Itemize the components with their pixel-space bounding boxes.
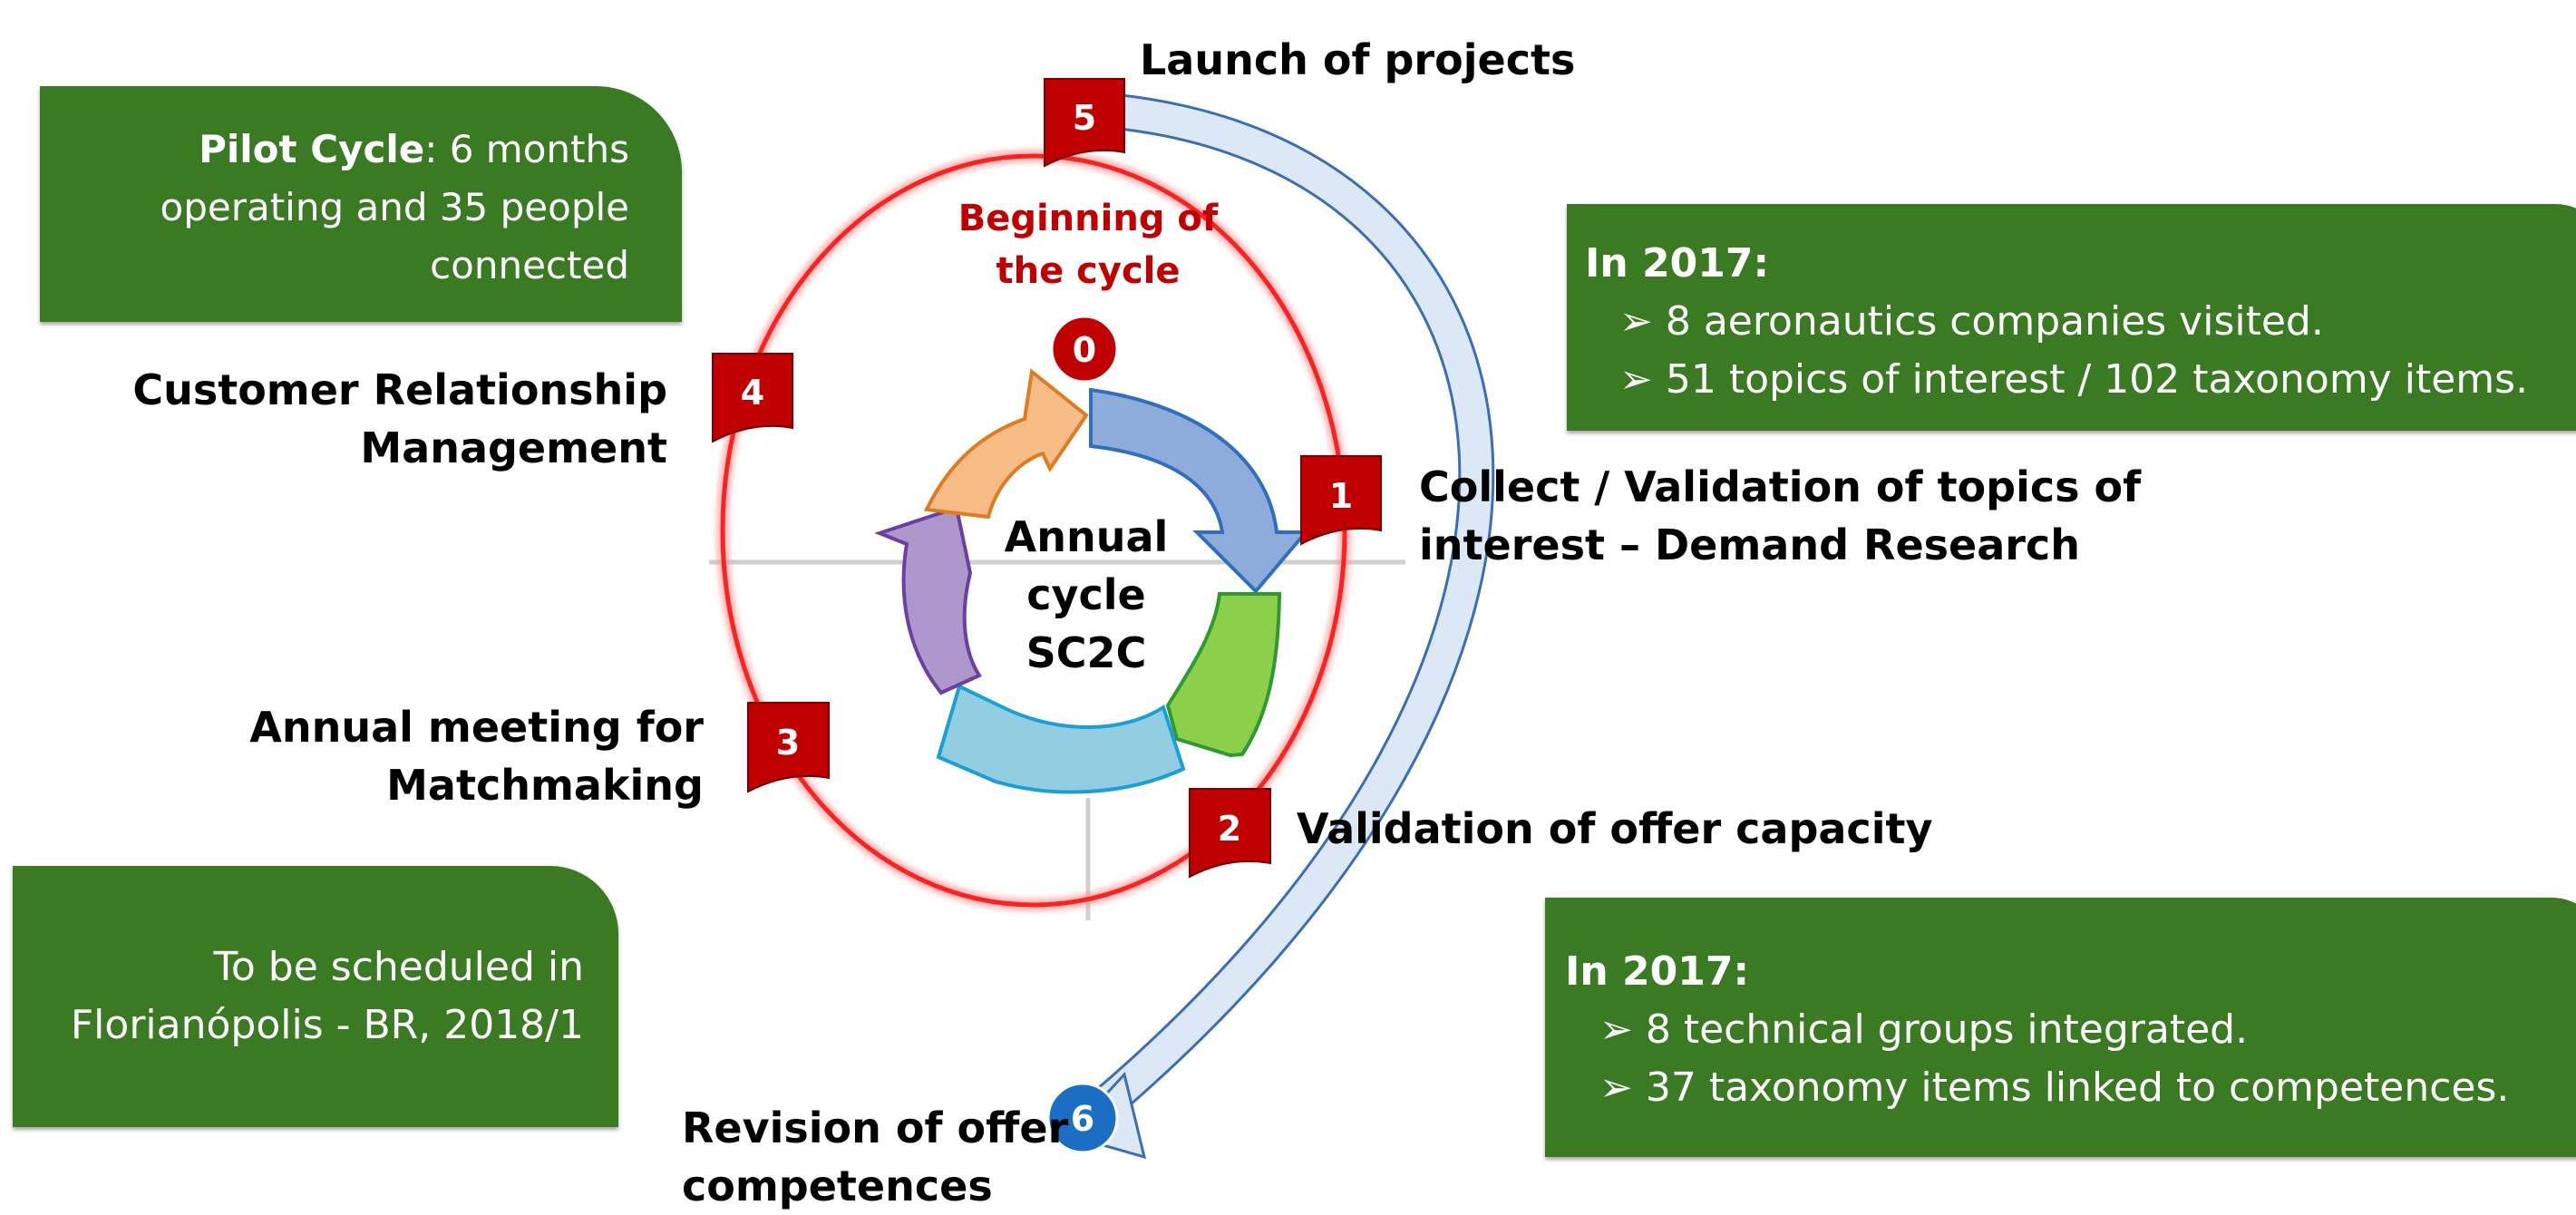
pilot-rest: : 6 months [424, 127, 629, 171]
marker-2: 2 [1189, 788, 1271, 879]
step-5-line-1: Launch of projects [1140, 35, 1576, 84]
marker-1-label: 1 [1329, 476, 1353, 516]
step-6-label: Revision of offer competences [682, 1099, 1068, 1215]
step-4-line-2: Management [360, 423, 667, 472]
demand-stats-box: In 2017: ➢ 8 aeronautics companies visit… [1567, 204, 2576, 431]
center-line-1: Annual [1004, 512, 1169, 561]
step-6-line-1: Revision of offer [682, 1103, 1069, 1152]
center-line-3: SC2C [1026, 628, 1147, 677]
marker-5: 5 [1044, 78, 1125, 168]
step-3-line-2: Matchmaking [386, 761, 704, 810]
demand-title: In 2017: [1585, 240, 1770, 287]
offer-stats-box: In 2017: ➢ 8 technical groups integrated… [1545, 898, 2576, 1157]
step-2-label: Validation of offer capacity [1297, 800, 1932, 858]
step-4-label: Customer Relationship Management [91, 361, 667, 477]
marker-4: 4 [712, 353, 793, 443]
schedule-line-2: Florianópolis - BR, 2018/1 [70, 1002, 584, 1048]
step-3-label: Annual meeting for Matchmaking [163, 698, 704, 814]
schedule-box: To be scheduled in Florianópolis - BR, 2… [13, 866, 618, 1127]
step-5-label: Launch of projects [1140, 31, 1575, 89]
step-6-line-2: competences [682, 1162, 993, 1210]
pilot-line-1: Pilot Cycle: 6 months [40, 121, 629, 179]
cycle-start-line-2: the cycle [996, 250, 1181, 292]
step-1-line-1: Collect / Validation of topics of [1419, 462, 2142, 511]
offer-title: In 2017: [1565, 948, 1750, 995]
marker-0: 0 [1050, 315, 1119, 384]
offer-bullet-2: ➢ 37 taxonomy items linked to competence… [1599, 1064, 2510, 1111]
pilot-line-3: connected [430, 243, 629, 287]
step-1-label: Collect / Validation of topics of intere… [1419, 458, 2141, 574]
inner-arrow-green [1165, 592, 1282, 758]
step-3-line-1: Annual meeting for [249, 703, 704, 752]
marker-3: 3 [747, 702, 830, 793]
inner-arrow-orange [923, 368, 1089, 520]
marker-6-label: 6 [1071, 1099, 1094, 1139]
pilot-cycle-box: Pilot Cycle: 6 months operating and 35 p… [40, 86, 682, 322]
marker-5-label: 5 [1073, 98, 1096, 138]
marker-3-label: 3 [776, 723, 800, 763]
marker-6: 6 [1046, 1082, 1119, 1154]
inner-arrow-cyan [936, 684, 1186, 794]
pilot-bold: Pilot Cycle [199, 127, 425, 171]
center-line-2: cycle [1026, 570, 1146, 619]
demand-bullet-2: ➢ 51 topics of interest / 102 taxonomy i… [1619, 356, 2529, 403]
step-4-line-1: Customer Relationship [132, 365, 667, 414]
pilot-line-2: operating and 35 people [160, 185, 630, 229]
schedule-line-1: To be scheduled in [213, 944, 584, 990]
marker-0-label: 0 [1073, 330, 1096, 370]
inner-arrow-purple [874, 505, 982, 695]
step-1-line-2: interest – Demand Research [1419, 520, 2080, 569]
center-label: Annual cycle SC2C [959, 508, 1213, 682]
demand-bullet-1: ➢ 8 aeronautics companies visited. [1619, 298, 2324, 345]
marker-2-label: 2 [1218, 809, 1241, 849]
step-2-line-1: Validation of offer capacity [1297, 804, 1933, 853]
cycle-start-label: Beginning of the cycle [907, 192, 1269, 297]
marker-1: 1 [1300, 455, 1382, 546]
marker-4-label: 4 [741, 373, 764, 413]
offer-bullet-1: ➢ 8 technical groups integrated. [1599, 1006, 2249, 1053]
cycle-start-line-1: Beginning of [957, 198, 1219, 239]
